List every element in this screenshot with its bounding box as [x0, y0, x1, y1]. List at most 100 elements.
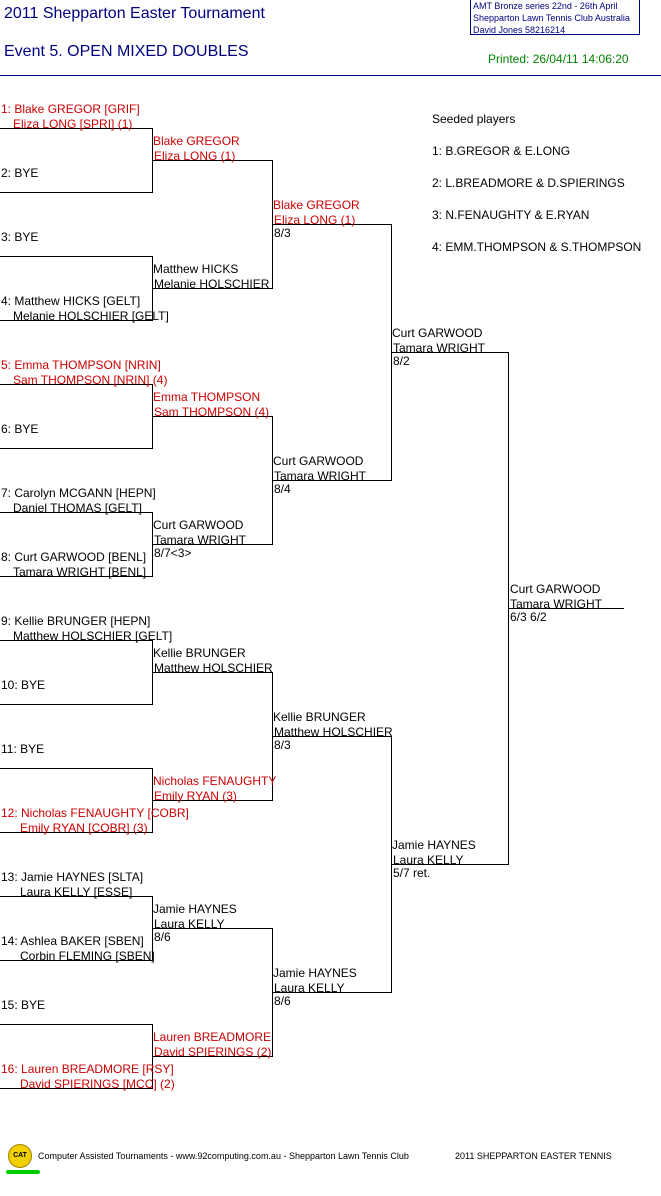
bracket-line [0, 1088, 152, 1089]
entry-player-1: 12: Nicholas FENAUGHTY [COBR] [1, 806, 189, 820]
bracket-line [0, 320, 152, 321]
bracket-line [391, 864, 508, 865]
bracket-line [0, 960, 152, 961]
bracket-line [0, 896, 152, 897]
bracket-line [0, 256, 152, 257]
entry-player-1: 14: Ashlea BAKER [SBEN] [1, 934, 144, 948]
entry-player-1: Curt GARWOOD [273, 454, 364, 468]
entry-player-1: Blake GREGOR [273, 198, 360, 212]
match-score: 5/7 ret. [393, 866, 431, 880]
entry-player-2: Sam THOMPSON [NRIN] (4) [13, 373, 168, 387]
entry-player-1: Curt GARWOOD [392, 326, 483, 340]
bracket-line [152, 544, 272, 545]
bracket-line [272, 480, 391, 481]
entry-player-2: Tamara WRIGHT [274, 469, 367, 483]
entry-player-1: Jamie HAYNES [153, 902, 237, 916]
match-score: 8/4 [274, 482, 291, 496]
champion-player-1: Curt GARWOOD [510, 582, 601, 596]
entry-player-2: Matthew HOLSCHIER [GELT] [13, 629, 173, 643]
bracket-line [152, 1056, 272, 1057]
footer-credit: Computer Assisted Tournaments - www.92co… [38, 1151, 409, 1161]
match-score: 8/6 [274, 994, 291, 1008]
entry-player-1: 3: BYE [1, 230, 39, 244]
bracket-line [152, 416, 272, 417]
entry-player-2: Laura KELLY [154, 917, 225, 931]
printed-timestamp: Printed: 26/04/11 14:06:20 [488, 52, 629, 66]
entry-player-2: Eliza LONG (1) [274, 213, 356, 227]
bracket-line [0, 704, 152, 705]
entry-player-2: Tamara WRIGHT [BENL] [13, 565, 147, 579]
match-score: 8/6 [154, 930, 171, 944]
bracket-line [152, 288, 272, 289]
entry-player-2: Laura KELLY [393, 853, 464, 867]
entry-player-1: Emma THOMPSON [153, 390, 261, 404]
bracket-line [152, 800, 272, 801]
entry-player-1: Curt GARWOOD [153, 518, 244, 532]
event-title: Event 5. OPEN MIXED DOUBLES [4, 43, 249, 60]
match-score: 8/3 [274, 738, 291, 752]
entry-player-2: Emily RYAN [COBR] (3) [20, 821, 148, 835]
entry-player-2: Matthew HOLSCHIER [154, 661, 273, 675]
final-score: 6/3 6/2 [510, 610, 547, 624]
header-divider [0, 75, 661, 76]
tournament-info-box: AMT Bronze series 22nd - 26th April Shep… [470, 0, 640, 35]
entry-player-2: Corbin FLEMING [SBEN] [20, 949, 155, 963]
entry-player-2: David SPIERINGS [MCC] (2) [20, 1077, 175, 1091]
entry-player-1: 8: Curt GARWOOD [BENL] [1, 550, 147, 564]
logo-underline [6, 1170, 40, 1174]
entry-player-1: 13: Jamie HAYNES [SLTA] [1, 870, 144, 884]
entry-player-1: 15: BYE [1, 998, 46, 1012]
entry-player-2: Melanie HOLSCHIER [GELT] [13, 309, 169, 323]
entry-player-1: 2: BYE [1, 166, 39, 180]
info-club: Shepparton Lawn Tennis Club Australia [473, 13, 630, 23]
champion-player-2: Tamara WRIGHT [510, 597, 603, 611]
match-score: 8/3 [274, 226, 291, 240]
bracket-line [0, 832, 152, 833]
entry-player-1: Lauren BREADMORE [153, 1030, 272, 1044]
entry-player-2: Matthew HOLSCHIER [274, 725, 393, 739]
entry-player-2: Eliza LONG (1) [154, 149, 236, 163]
entry-player-2: Daniel THOMAS [GELT] [13, 501, 142, 515]
bracket-line [152, 160, 272, 161]
bracket-line [272, 992, 391, 993]
entry-player-1: Matthew HICKS [153, 262, 239, 276]
entry-player-1: 6: BYE [1, 422, 39, 436]
entry-player-1: 4: Matthew HICKS [GELT] [1, 294, 141, 308]
entry-player-2: Tamara WRIGHT [154, 533, 247, 547]
bracket-line [0, 384, 152, 385]
bracket-line [152, 672, 272, 673]
bracket-line [0, 768, 152, 769]
bracket-line [0, 448, 152, 449]
entry-player-2: Tamara WRIGHT [393, 341, 486, 355]
entry-player-1: Blake GREGOR [153, 134, 240, 148]
tournament-title: 2011 Shepparton Easter Tournament [4, 5, 265, 22]
entry-player-1: Kellie BRUNGER [273, 710, 366, 724]
bracket-line [272, 224, 391, 225]
entry-player-1: 11: BYE [1, 742, 45, 756]
entry-player-1: 1: Blake GREGOR [GRIF] [1, 102, 140, 116]
entry-player-1: 9: Kellie BRUNGER [HEPN] [1, 614, 151, 628]
seed-item: 1: B.GREGOR & E.LONG [432, 144, 571, 158]
bracket-line [0, 128, 152, 129]
cat-logo-icon: CAT [8, 1144, 32, 1168]
seed-item: 4: EMM.THOMPSON & S.THOMPSON [432, 240, 642, 254]
final-line [508, 608, 624, 609]
entry-player-2: Melanie HOLSCHIER [154, 277, 270, 291]
entry-player-2: Emily RYAN (3) [154, 789, 237, 803]
info-series: AMT Bronze series 22nd - 26th April [473, 1, 618, 11]
bracket-line [0, 192, 152, 193]
info-contact: David Jones 58216214 [473, 25, 566, 35]
entry-player-2: Sam THOMPSON (4) [154, 405, 270, 419]
seed-item: 2: L.BREADMORE & D.SPIERINGS [432, 176, 625, 190]
bracket-line [391, 352, 508, 353]
match-score: 8/2 [393, 354, 410, 368]
bracket-line [0, 1024, 152, 1025]
footer-event-name: 2011 SHEPPARTON EASTER TENNIS [455, 1151, 612, 1161]
entry-player-1: 10: BYE [1, 678, 46, 692]
bracket-line [272, 736, 391, 737]
entry-player-1: 16: Lauren BREADMORE [RSY] [1, 1062, 174, 1076]
bracket-line [0, 640, 152, 641]
entry-player-1: 7: Carolyn MCGANN [HEPN] [1, 486, 156, 500]
seeded-players-heading: Seeded players [432, 112, 516, 126]
entry-player-1: 5: Emma THOMPSON [NRIN] [1, 358, 161, 372]
